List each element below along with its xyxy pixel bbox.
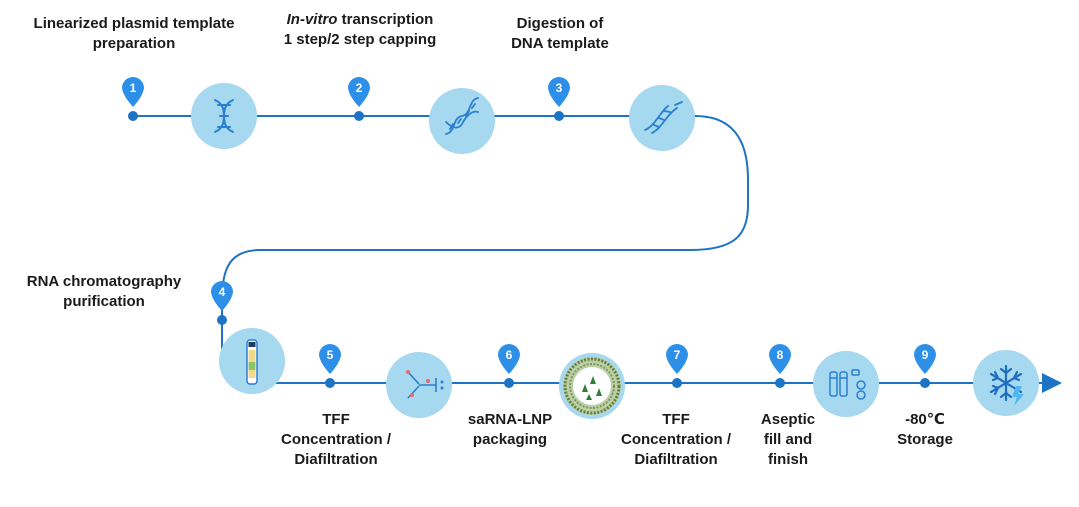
step-5-line-1: TFF [322, 411, 350, 428]
step-4-line-1: RNA chromatography [26, 273, 182, 290]
step-8-line-3: finish [768, 451, 808, 468]
step-7-line-1: TFF [662, 411, 690, 428]
lnp-particle-icon [563, 357, 621, 415]
step-pin-6 [498, 344, 520, 374]
tff-filter-icon [406, 370, 444, 399]
step-2-line-2: 1 step/2 step capping [283, 31, 437, 48]
step-6-line-2: packaging [472, 431, 548, 448]
step-label-4: RNA chromatography purification [12, 272, 196, 312]
dna-strand-icon [445, 97, 479, 135]
step-number-6: 6 [506, 348, 513, 362]
step-number-7: 7 [674, 348, 681, 362]
step-pin-1 [122, 77, 144, 107]
step-marker-9: 9 [914, 344, 936, 388]
step-dot-6 [504, 378, 514, 388]
step-1-line-2: preparation [92, 35, 176, 52]
step-number-9: 9 [922, 348, 929, 362]
step-pin-8 [769, 344, 791, 374]
icon-circle-3 [629, 85, 695, 151]
step-label-3: Digestion of DNA template [500, 14, 620, 54]
dna-fragment-icon [644, 101, 683, 134]
step-pin-4 [211, 281, 233, 311]
step-number-2: 2 [356, 81, 363, 95]
step-dot-7 [672, 378, 682, 388]
step-number-8: 8 [777, 348, 784, 362]
step-marker-7: 7 [666, 344, 688, 388]
step-2-line-1: In-vitro transcription [268, 10, 452, 30]
step-4-line-2: purification [63, 293, 145, 310]
step-8-line-1: Aseptic [760, 411, 816, 428]
step-number-3: 3 [556, 81, 563, 95]
step-pin-5 [319, 344, 341, 374]
step-label-1: Linearized plasmid template preparation [14, 14, 254, 54]
step-number-5: 5 [327, 348, 334, 362]
step-label-8: Aseptic fill and finish [748, 410, 828, 470]
step-label-5: TFF Concentration / Diafiltration [276, 410, 396, 470]
step-dot-5 [325, 378, 335, 388]
step-marker-5: 5 [319, 344, 341, 388]
icon-circle-8 [813, 351, 879, 417]
step-marker-4: 4 [211, 281, 233, 325]
step-marker-2: 2 [348, 77, 370, 121]
step-marker-8: 8 [769, 344, 791, 388]
step-label-2: In-vitro transcription 1 step/2 step cap… [268, 10, 452, 50]
step-5-line-3: Diafiltration [294, 451, 378, 468]
step-label-6: saRNA-LNP packaging [460, 410, 560, 450]
step-6-line-1: saRNA-LNP [467, 411, 553, 428]
icon-circle-4 [219, 328, 285, 394]
step-number-4: 4 [219, 285, 226, 299]
step-label-9: -80℃ Storage [882, 410, 968, 450]
step-dot-9 [920, 378, 930, 388]
step-pin-2 [348, 77, 370, 107]
step-dot-1 [128, 111, 138, 121]
vials-icon [829, 369, 866, 400]
step-marker-6: 6 [498, 344, 520, 388]
step-7-line-2: Concentration / [620, 431, 731, 448]
step-7-line-3: Diafiltration [634, 451, 718, 468]
step-marker-1: 1 [122, 77, 144, 121]
step-9-line-2: Storage [897, 431, 953, 448]
step-3-line-2: DNA template [511, 35, 609, 52]
step-dot-8 [775, 378, 785, 388]
step-pin-9 [914, 344, 936, 374]
step-8-line-2: fill and [763, 431, 813, 448]
step-1-line-1: Linearized plasmid template [33, 15, 235, 32]
step-5-line-2: Concentration / [280, 431, 391, 448]
icon-circle-2 [429, 88, 495, 154]
step-3-line-1: Digestion of [516, 15, 604, 32]
icon-circle-1 [191, 83, 257, 149]
step-dot-4 [217, 315, 227, 325]
step-dot-3 [554, 111, 564, 121]
step-pin-7 [666, 344, 688, 374]
chromatography-column-icon [246, 339, 258, 385]
icon-circle-5 [386, 352, 452, 418]
step-markers: 1 2 3 4 5 6 7 8 9 [122, 77, 936, 388]
step-9-line-1: -80℃ [905, 411, 945, 428]
step-2-italic: In-vitro [286, 11, 338, 28]
step-label-7: TFF Concentration / Diafiltration [614, 410, 738, 470]
icon-circle-6 [559, 353, 625, 419]
step-dot-2 [354, 111, 364, 121]
step-number-1: 1 [130, 81, 137, 95]
snowflake-icon [989, 364, 1023, 402]
step-marker-3: 3 [548, 77, 570, 121]
icon-circle-9 [973, 350, 1039, 416]
dna-helix-icon [214, 99, 234, 133]
step-2-line-1-rest: transcription [337, 11, 434, 28]
step-pin-3 [548, 77, 570, 107]
